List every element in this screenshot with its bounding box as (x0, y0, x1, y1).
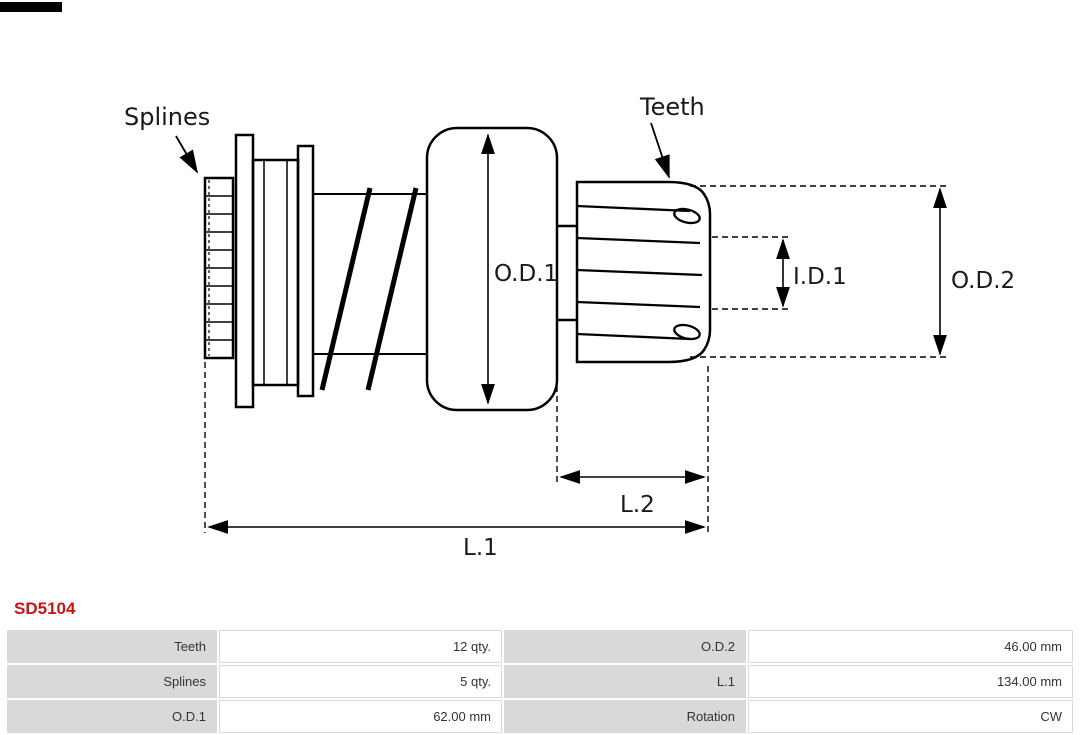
spec-value-teeth: 12 qty. (219, 630, 502, 663)
teeth-label: Teeth (639, 93, 705, 121)
shaft-neck (557, 224, 577, 322)
starter-drive-diagram: Splines Teeth O.D.1 I.D.1 O.D.2 L.2 L.1 (124, 93, 1015, 561)
hub-flanges (234, 133, 315, 409)
dimension-arrows (207, 133, 947, 534)
pinion-gear (575, 180, 712, 364)
table-row: Teeth 12 qty. O.D.2 46.00 mm (7, 630, 1073, 663)
diagram-labels: Splines Teeth O.D.1 I.D.1 O.D.2 L.2 L.1 (124, 93, 1015, 561)
spec-value-l1: 134.00 mm (748, 665, 1073, 698)
spec-label-od2: O.D.2 (504, 630, 746, 663)
spec-table: Teeth 12 qty. O.D.2 46.00 mm Splines 5 q… (5, 628, 1075, 735)
splines-leader-arrow (175, 135, 198, 174)
spec-value-od2: 46.00 mm (748, 630, 1073, 663)
l2-label: L.2 (620, 492, 655, 518)
shaft-spring (313, 187, 427, 391)
part-number: SD5104 (14, 599, 76, 618)
spec-value-od1: 62.00 mm (219, 700, 502, 733)
od1-label: O.D.1 (494, 261, 558, 287)
spec-label-splines: Splines (7, 665, 217, 698)
spec-label-l1: L.1 (504, 665, 746, 698)
splines-label: Splines (124, 103, 210, 131)
spec-label-od1: O.D.1 (7, 700, 217, 733)
teeth-leader-arrow (650, 122, 670, 179)
splined-shaft (203, 176, 235, 360)
table-row: Splines 5 qty. L.1 134.00 mm (7, 665, 1073, 698)
clutch-housing (425, 126, 559, 412)
spec-label-rotation: Rotation (504, 700, 746, 733)
logo-bar (0, 2, 62, 12)
od2-label: O.D.2 (951, 268, 1015, 294)
id1-label: I.D.1 (793, 264, 847, 290)
construction-lines (204, 185, 946, 533)
spec-value-rotation: CW (748, 700, 1073, 733)
leader-arrows (175, 122, 670, 179)
spec-value-splines: 5 qty. (219, 665, 502, 698)
table-row: O.D.1 62.00 mm Rotation CW (7, 700, 1073, 733)
part-drawing (203, 126, 712, 412)
spec-label-teeth: Teeth (7, 630, 217, 663)
l1-label: L.1 (463, 535, 498, 561)
